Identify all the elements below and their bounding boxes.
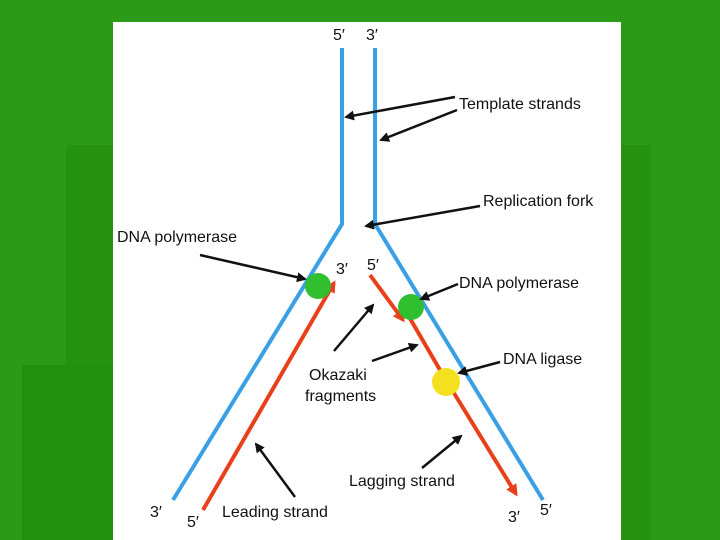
- template-strand-left: [171, 48, 344, 502]
- arrow-okazaki-2: [371, 342, 419, 363]
- dna-polymerase-right-dot: [398, 294, 424, 320]
- arrow-template-left: [344, 95, 456, 121]
- label-bottom-left-3prime: 3′: [150, 504, 162, 521]
- label-lagging-strand: Lagging strand: [349, 473, 455, 490]
- background-shade-right: [621, 145, 651, 540]
- label-bottom-right-5prime: 5′: [540, 502, 552, 519]
- label-top-5prime: 5′: [333, 27, 345, 44]
- diagram-panel: [113, 22, 621, 540]
- arrow-polymerase-left: [199, 253, 307, 283]
- arrow-replication-fork: [364, 204, 481, 230]
- label-template-strands: Template strands: [459, 96, 581, 113]
- background-shade-left-lower: [22, 365, 113, 540]
- pointer-arrows: [199, 95, 501, 498]
- label-dna-polymerase-left: DNA polymerase: [117, 229, 237, 246]
- label-bottom-right-3prime: 3′: [508, 509, 520, 526]
- label-dna-polymerase-right: DNA polymerase: [459, 275, 579, 292]
- label-top-3prime: 3′: [366, 27, 378, 44]
- label-mid-5prime: 5′: [367, 257, 379, 274]
- okazaki-fragment-3: [447, 383, 518, 497]
- arrow-lagging: [421, 434, 463, 469]
- label-okazaki-line1: Okazaki: [309, 367, 367, 384]
- arrow-leading: [254, 442, 297, 498]
- okazaki-fragment-1: [368, 273, 405, 323]
- leading-strand-line: [201, 280, 336, 511]
- arrow-okazaki-1: [333, 303, 375, 352]
- label-leading-strand: Leading strand: [222, 504, 328, 521]
- label-okazaki-line2: fragments: [305, 388, 376, 405]
- template-strand-right: [373, 48, 545, 502]
- label-bottom-left-5prime: 5′: [187, 514, 199, 531]
- dna-ligase-dot: [432, 368, 460, 396]
- label-mid-3prime: 3′: [336, 261, 348, 278]
- arrow-polymerase-right: [419, 282, 459, 301]
- arrow-template-right: [379, 108, 458, 142]
- label-replication-fork: Replication fork: [483, 193, 594, 210]
- dna-polymerase-left-dot: [305, 273, 331, 299]
- label-dna-ligase: DNA ligase: [503, 351, 582, 368]
- arrow-ligase: [457, 360, 501, 376]
